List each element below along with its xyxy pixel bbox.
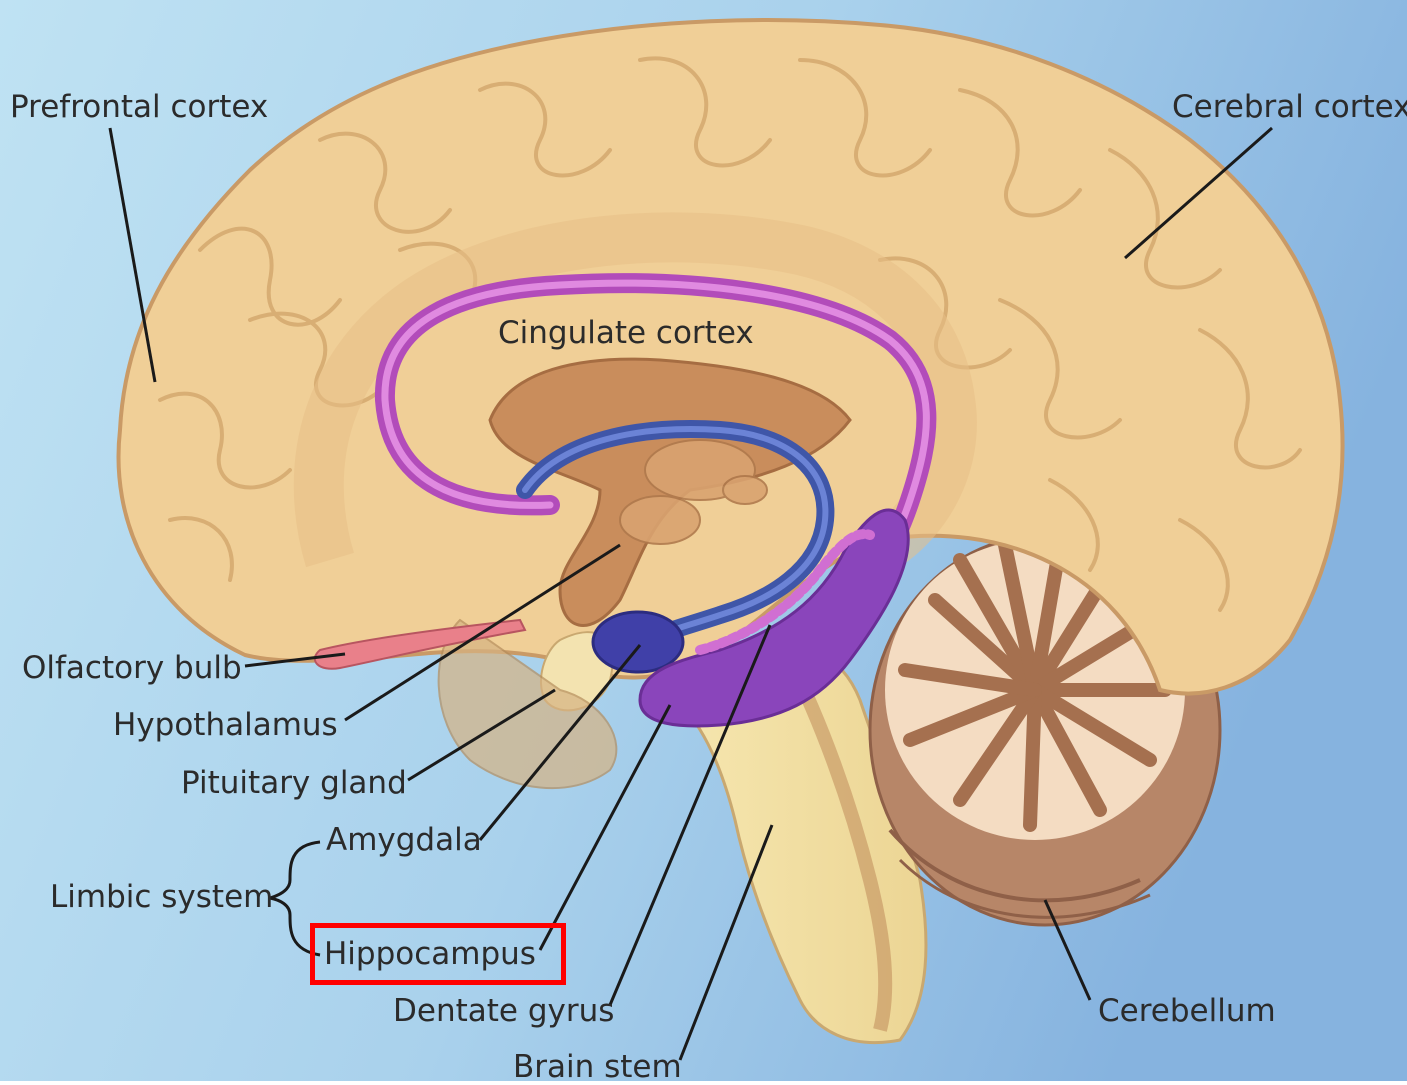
label-prefrontal-cortex: Prefrontal cortex	[10, 92, 268, 123]
label-hypothalamus: Hypothalamus	[113, 710, 338, 741]
label-limbic-system: Limbic system	[50, 882, 273, 913]
label-brain-stem: Brain stem	[513, 1052, 682, 1083]
label-cerebral-cortex: Cerebral cortex	[1172, 92, 1407, 123]
amygdala	[593, 612, 683, 672]
label-dentate-gyrus: Dentate gyrus	[393, 996, 614, 1027]
label-olfactory-bulb: Olfactory bulb	[22, 653, 242, 684]
label-amygdala: Amygdala	[326, 825, 482, 856]
label-pituitary-gland: Pituitary gland	[181, 768, 407, 799]
label-cingulate-cortex: Cingulate cortex	[498, 318, 754, 349]
label-cerebellum: Cerebellum	[1098, 996, 1276, 1027]
hippocampus-highlight-box	[310, 923, 566, 985]
